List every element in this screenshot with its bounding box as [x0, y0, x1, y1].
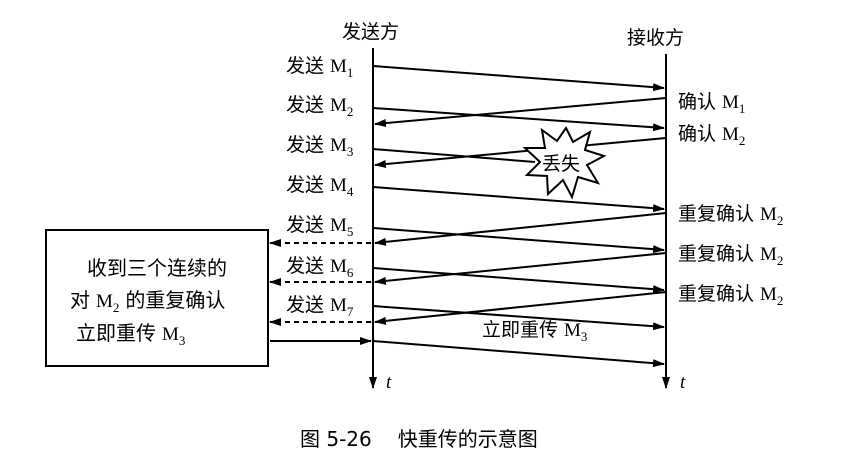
send-arrow-m7	[372, 305, 665, 331]
lost-label: 丢失	[542, 153, 580, 175]
lost-starburst-icon	[522, 126, 607, 200]
note-box	[45, 229, 269, 367]
send-arrow-m4	[372, 186, 665, 213]
send-arrow-m3-lost	[372, 148, 536, 163]
receiver-header: 接收方	[627, 27, 684, 49]
send-arrow-m6	[372, 267, 665, 294]
send-arrow-m5	[372, 227, 665, 254]
ack-arrow-m2	[374, 137, 667, 168]
ack-arrow-m1	[374, 97, 667, 128]
send-arrow-m1	[372, 65, 665, 92]
retransmit-arrow-m3	[372, 340, 665, 368]
dup-ack-arrow-2	[374, 252, 667, 285]
note-line-1: 收到三个连续的	[87, 256, 227, 280]
dup-ack-arrow-1	[374, 212, 667, 246]
sender-time-label: t	[386, 372, 392, 393]
receiver-time-label: t	[680, 372, 686, 393]
dup-ack-arrow-3	[374, 291, 667, 325]
sender-header: 发送方	[342, 21, 399, 43]
send-arrow-m2	[372, 107, 665, 132]
